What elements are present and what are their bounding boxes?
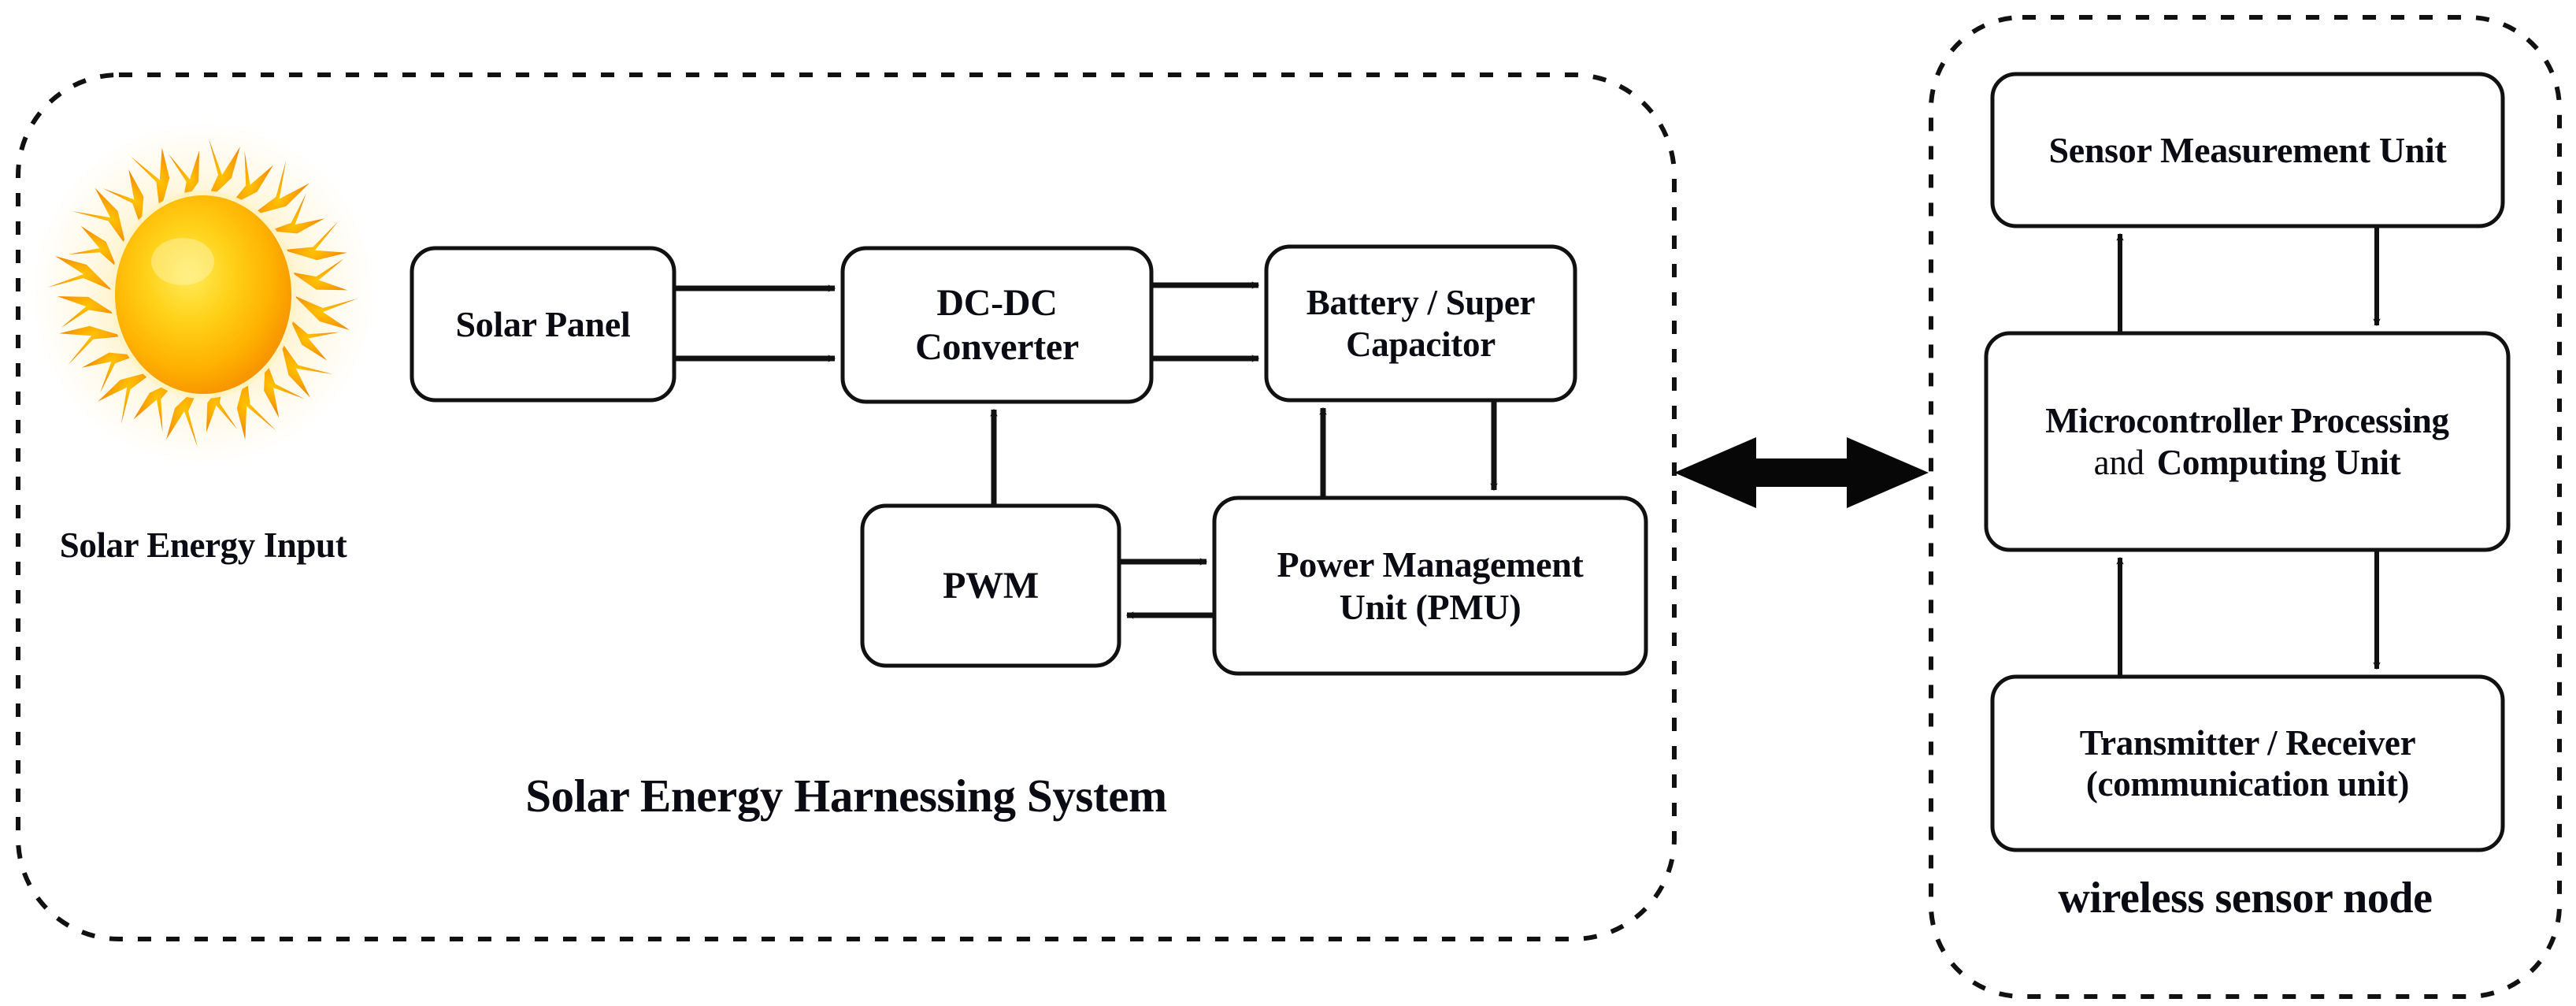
battery-super-capacitor-box[interactable] — [1264, 244, 1577, 403]
right-panel-title-text: wireless sensor node — [2058, 874, 2433, 922]
pwm-box[interactable] — [860, 503, 1121, 668]
transmitter-receiver-box[interactable] — [1990, 674, 2505, 852]
right-panel-connectors — [2116, 226, 2381, 677]
solar-energy-input-caption: Solar Energy Input — [46, 525, 361, 566]
solar-energy-input-caption-text: Solar Energy Input — [59, 525, 347, 565]
power-management-unit-box[interactable] — [1212, 496, 1648, 676]
right-panel-title: wireless sensor node — [1931, 873, 2559, 923]
left-panel-title: Solar Energy Harnessing System — [18, 769, 1674, 823]
double-arrow-icon — [1674, 437, 1929, 508]
left-panel-boundary — [16, 72, 1677, 941]
left-panel-connectors — [674, 281, 1498, 619]
sensor-measurement-unit-box[interactable] — [1990, 72, 2505, 228]
sun-icon — [32, 121, 375, 465]
left-panel-title-text: Solar Energy Harnessing System — [525, 770, 1167, 822]
dc-dc-converter-box[interactable] — [840, 246, 1154, 404]
solar-panel-box[interactable] — [410, 246, 676, 403]
microcontroller-unit-box[interactable] — [1984, 331, 2511, 552]
